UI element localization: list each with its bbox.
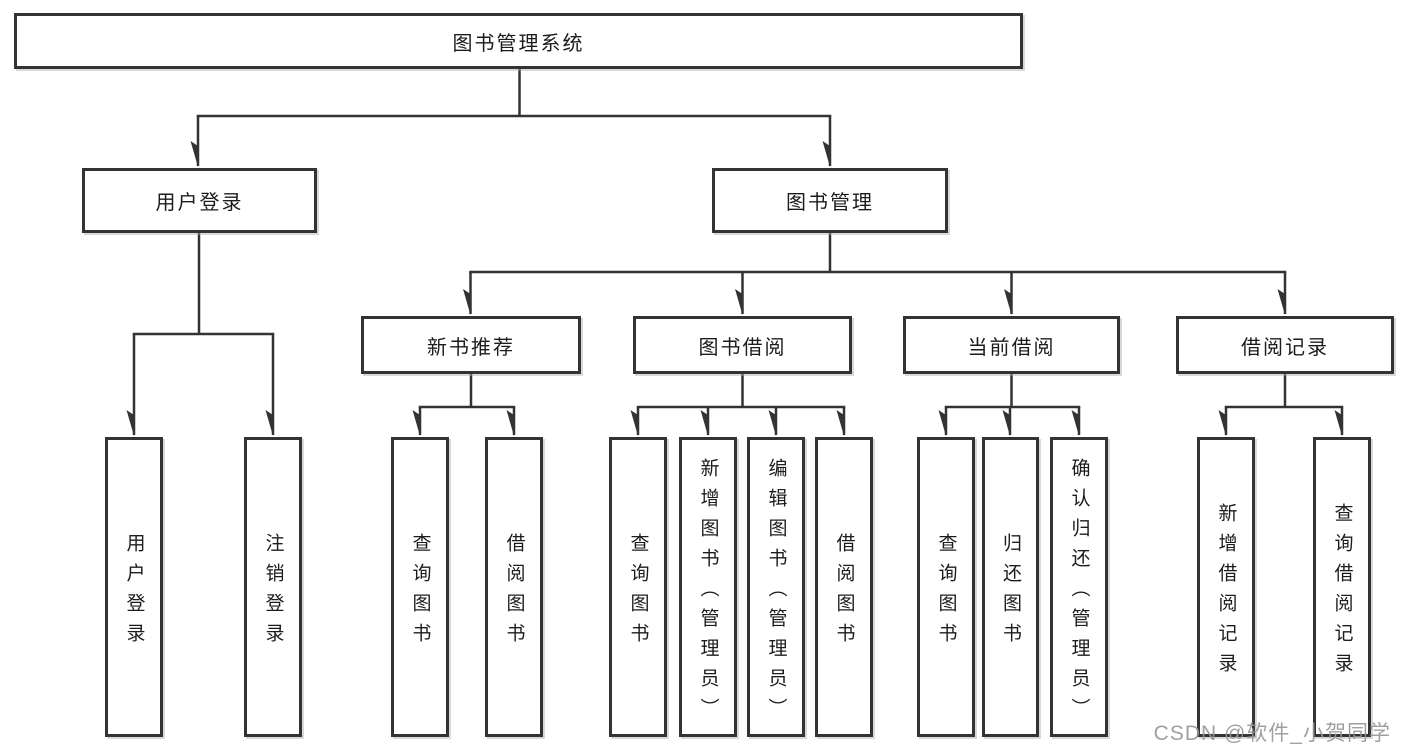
node-edit-books-admin: 编辑图书（管理员）: [747, 437, 805, 737]
node-root-library-system: 图书管理系统: [14, 13, 1023, 69]
node-logout-leaf: 注销登录: [244, 437, 302, 737]
node-user-login-leaf: 用户登录: [105, 437, 163, 737]
node-label: 查询图书: [627, 532, 649, 653]
node-label: 借阅图书: [503, 532, 525, 653]
node-label: 查询图书: [409, 532, 431, 653]
node-current-borrowing: 当前借阅: [903, 316, 1120, 374]
node-label: 确认归还（管理员）: [1068, 457, 1090, 728]
node-new-book-recommendation: 新书推荐: [361, 316, 581, 374]
node-label: 注销登录: [262, 532, 284, 653]
node-label: 编辑图书（管理员）: [765, 457, 787, 728]
watermark: CSDN @软件_小贺同学: [1153, 722, 1391, 745]
node-query-borrow-record: 查询借阅记录: [1313, 437, 1371, 737]
node-return-books: 归还图书: [982, 437, 1039, 737]
node-label: 归还图书: [1000, 532, 1021, 653]
node-add-books-admin: 新增图书（管理员）: [679, 437, 737, 737]
node-label: 新增图书（管理员）: [697, 457, 719, 728]
node-confirm-return-admin: 确认归还（管理员）: [1050, 437, 1108, 737]
tree-elbows: [132, 67, 1344, 409]
node-query-books-current: 查询图书: [917, 437, 975, 737]
node-borrowing-records: 借阅记录: [1176, 316, 1394, 374]
node-book-management-branch: 图书管理: [712, 168, 948, 233]
node-book-borrowing: 图书借阅: [633, 316, 852, 374]
node-label: 查询借阅记录: [1331, 502, 1353, 683]
node-user-login-branch: 用户登录: [82, 168, 317, 233]
node-add-borrow-record: 新增借阅记录: [1197, 437, 1255, 737]
node-query-books-borrow: 查询图书: [609, 437, 667, 737]
node-label: 新增借阅记录: [1215, 502, 1237, 683]
node-query-books-recommend: 查询图书: [391, 437, 449, 737]
node-label: 查询图书: [935, 532, 957, 653]
tree-arrows: [134, 116, 1344, 435]
node-label: 借阅图书: [833, 532, 855, 653]
node-label: 用户登录: [123, 532, 145, 653]
node-borrow-books-recommend: 借阅图书: [485, 437, 543, 737]
node-borrow-books-leaf: 借阅图书: [815, 437, 873, 737]
